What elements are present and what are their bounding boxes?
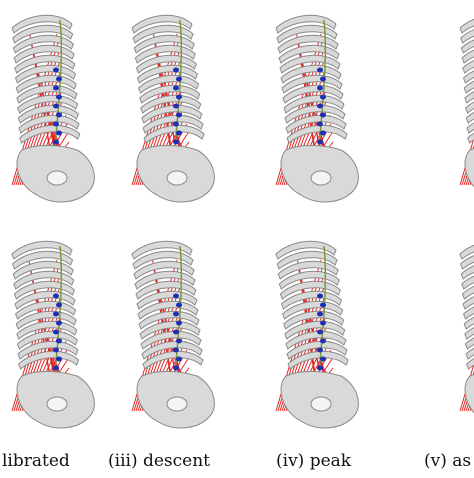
- panel-bottom-1: [11, 240, 95, 429]
- ribcage: [11, 240, 80, 370]
- caption-ii: librated: [2, 451, 70, 471]
- caption-v: (v) as: [424, 451, 472, 471]
- caption-iii: (iii) descent: [108, 451, 211, 471]
- pelvis: [16, 145, 95, 203]
- ribcage: [131, 240, 204, 370]
- ribcage: [11, 14, 81, 144]
- ribcage: [275, 240, 349, 370]
- spine: [173, 245, 183, 387]
- pelvis: [136, 145, 215, 203]
- caption-iv: (iv) peak: [276, 451, 352, 471]
- ribcage: [459, 244, 474, 370]
- ribcage: [275, 14, 348, 144]
- ribcage: [131, 14, 205, 144]
- panel-bottom-4: [459, 244, 474, 414]
- panel-top-4: [459, 18, 474, 188]
- panel-top-2: [131, 14, 215, 203]
- panel-top-1: [11, 14, 95, 203]
- pelvis: [280, 145, 359, 203]
- pelvis: [16, 371, 95, 429]
- pelvis: [464, 374, 474, 414]
- spine: [173, 19, 183, 161]
- pelvis: [136, 371, 215, 429]
- pelvis: [464, 148, 474, 188]
- spine: [53, 245, 63, 387]
- panel-top-3: [275, 14, 359, 203]
- panel-bottom-2: [131, 240, 215, 429]
- panel-bottom-3: [275, 240, 359, 429]
- ribcage: [459, 18, 474, 144]
- pelvis: [280, 371, 359, 429]
